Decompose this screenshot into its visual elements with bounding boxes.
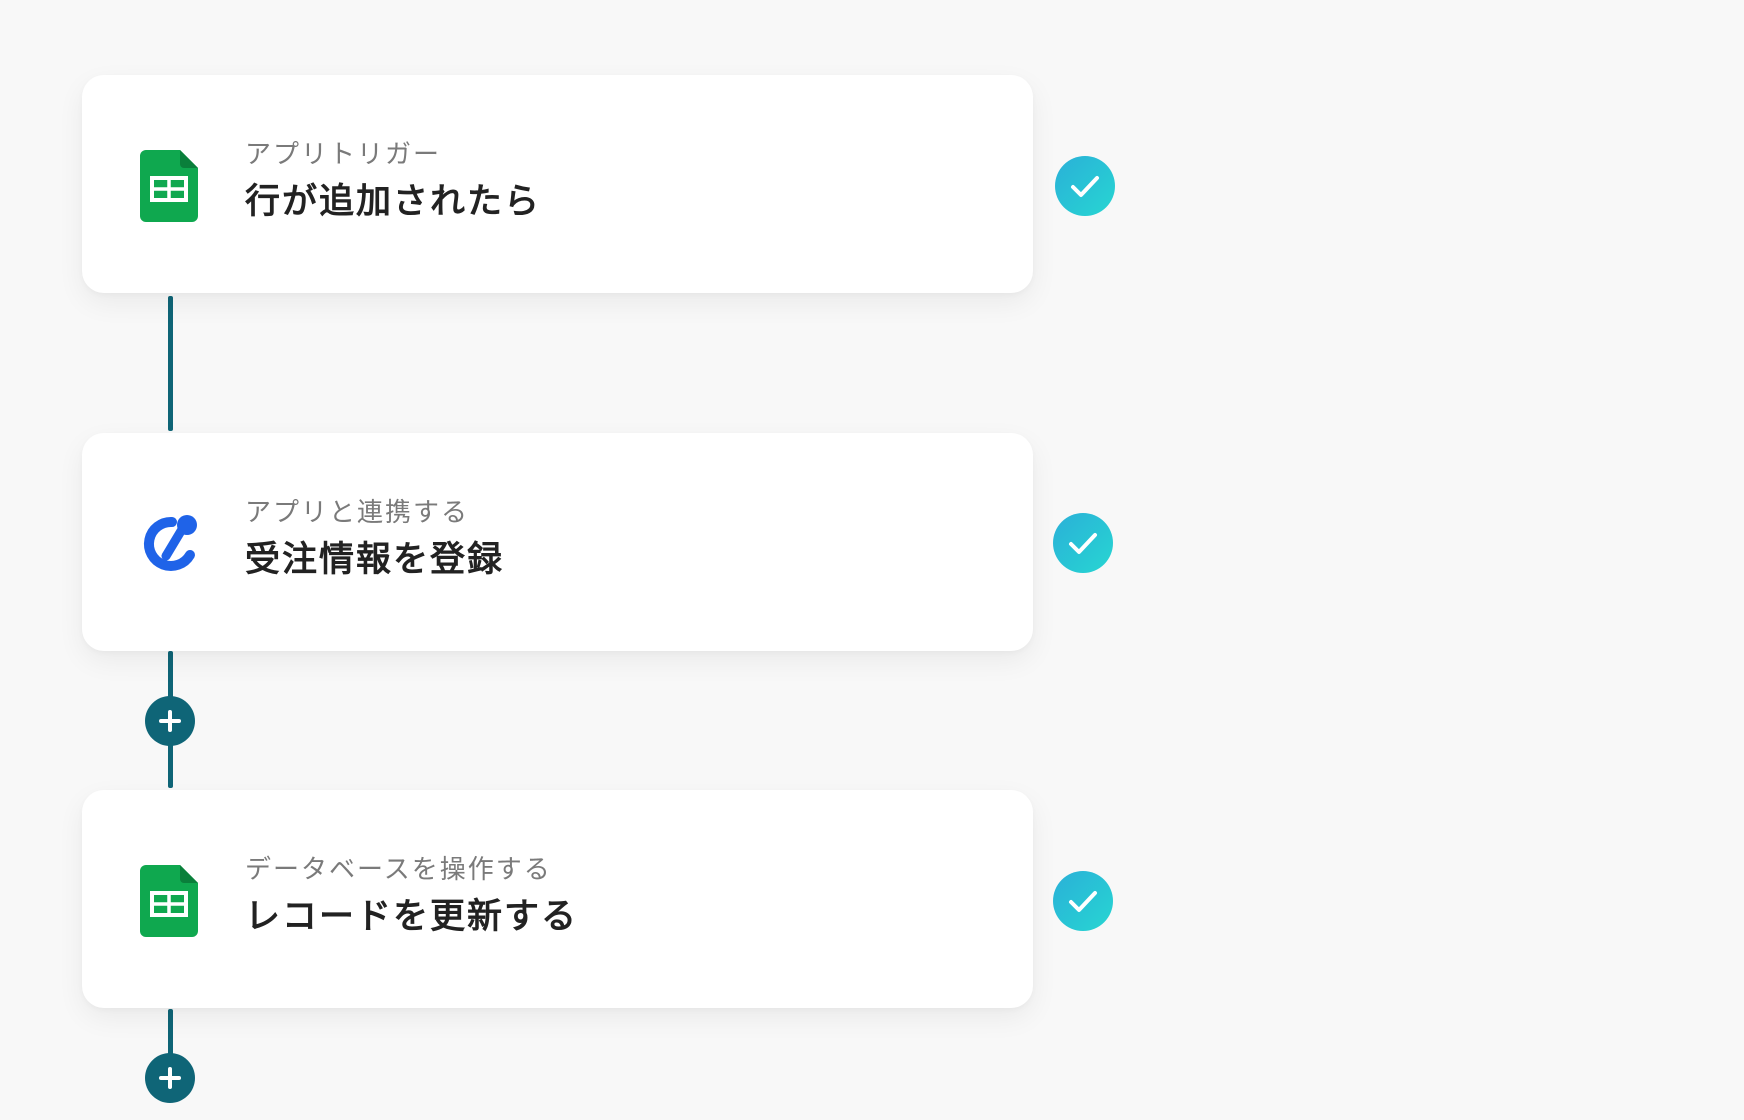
connector-line <box>168 1009 173 1079</box>
step-text: アプリと連携する 受注情報を登録 <box>245 497 504 582</box>
step-completed-check-icon <box>1053 871 1113 931</box>
flow-step-database-card[interactable]: データベースを操作する レコードを更新する <box>82 790 1033 1008</box>
flow-step-app-card[interactable]: アプリと連携する 受注情報を登録 <box>82 433 1033 651</box>
step-text: アプリトリガー 行が追加されたら <box>245 139 541 224</box>
step-title: レコードを更新する <box>245 897 579 937</box>
flow-step-trigger-card[interactable]: アプリトリガー 行が追加されたら <box>82 75 1033 293</box>
step-subtitle: アプリトリガー <box>245 140 442 170</box>
step-completed-check-icon <box>1055 156 1115 216</box>
step-title: 受注情報を登録 <box>245 540 505 580</box>
add-step-button[interactable] <box>145 1053 195 1103</box>
google-sheets-icon <box>140 865 200 937</box>
google-sheets-icon <box>140 150 200 222</box>
step-subtitle: データベースを操作する <box>245 855 552 885</box>
add-step-button[interactable] <box>145 696 195 746</box>
app-logo-icon <box>140 508 200 580</box>
step-completed-check-icon <box>1053 513 1113 573</box>
step-text: データベースを操作する レコードを更新する <box>245 854 578 939</box>
connector-line <box>168 296 173 431</box>
step-title: 行が追加されたら <box>245 182 542 222</box>
step-subtitle: アプリと連携する <box>245 498 470 528</box>
